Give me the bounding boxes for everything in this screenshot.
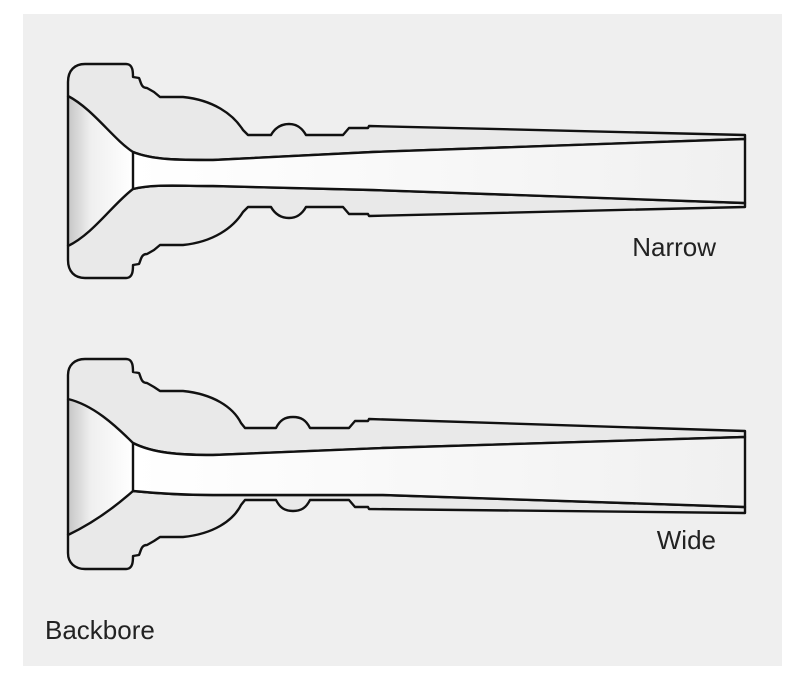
narrow-cup <box>68 96 133 246</box>
wide-backbore <box>131 435 747 509</box>
narrow-backbore <box>131 137 747 205</box>
backbore-caption: Backbore <box>45 615 155 645</box>
wide-label: Wide <box>656 525 716 555</box>
diagram-panel: Narrow Wide Backbore <box>23 14 782 666</box>
narrow-label: Narrow <box>632 232 716 262</box>
wide-cup <box>68 399 133 535</box>
mouthpiece-diagram <box>66 62 747 571</box>
narrow-mouthpiece <box>66 62 747 280</box>
wide-mouthpiece <box>66 357 747 571</box>
